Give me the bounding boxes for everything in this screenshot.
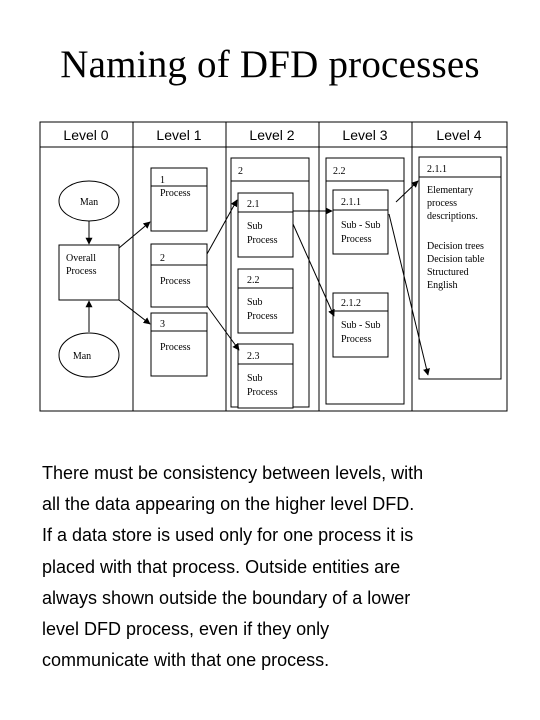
level2-process-2-3-line1: Sub bbox=[247, 373, 263, 384]
explanation-paragraph: There must be consistency between levels… bbox=[42, 463, 424, 671]
level2-process-2-3-box bbox=[237, 343, 294, 409]
data-flows bbox=[85, 180, 430, 376]
level1-process-3-label: Process bbox=[160, 342, 191, 353]
flow-2-1-to-2-1-2 bbox=[292, 223, 335, 317]
level-1-header: Level 1 bbox=[156, 127, 201, 143]
level4-line-2: process bbox=[427, 198, 457, 209]
flow-process-2-to-2-1 bbox=[206, 199, 238, 255]
overall-process-box bbox=[58, 244, 120, 301]
entity-man-top-label: Man bbox=[80, 197, 98, 208]
level4-line-5: Decision trees bbox=[427, 241, 484, 252]
level2-process-2-1-line2: Process bbox=[247, 235, 278, 246]
flow-2-1-1-to-level4-bottom bbox=[388, 213, 430, 376]
level2-process-2-2-line2: Process bbox=[247, 311, 278, 322]
level3-process-2-1-2-line1: Sub - Sub bbox=[341, 320, 380, 331]
level3-process-2-1-1-id: 2.1.1 bbox=[341, 197, 361, 208]
level-0-header: Level 0 bbox=[63, 127, 108, 143]
level3-process-2-1-1-box bbox=[332, 189, 389, 255]
level2-process-2-1-id: 2.1 bbox=[247, 199, 260, 210]
level4-line-3: descriptions. bbox=[427, 211, 478, 222]
overall-process-label-line1: Overall bbox=[66, 253, 96, 264]
level2-process-2-2-id: 2.2 bbox=[247, 275, 260, 286]
flow-process-2-to-2-3 bbox=[206, 305, 240, 351]
level3-process-2-1-1-line2: Process bbox=[341, 234, 372, 245]
level-4-header: Level 4 bbox=[436, 127, 481, 143]
level1-process-2-box bbox=[150, 243, 208, 308]
level2-process-2-3-id: 2.3 bbox=[247, 351, 260, 362]
entity-man-bottom-label: Man bbox=[73, 351, 91, 362]
flow-2-1-1-to-level4-top bbox=[395, 180, 419, 203]
level2-process-2-1-box bbox=[237, 192, 294, 258]
level3-process-2-1-1-line1: Sub - Sub bbox=[341, 220, 380, 231]
level1-process-2-label: Process bbox=[160, 276, 191, 287]
level4-line-1: Elementary bbox=[427, 185, 473, 196]
level1-process-2-id: 2 bbox=[160, 253, 165, 264]
level2-process-2-3-line2: Process bbox=[247, 387, 278, 398]
level1-process-1-id: 1 bbox=[160, 175, 165, 186]
level1-process-1-box bbox=[150, 167, 208, 232]
level2-process-2-2-line1: Sub bbox=[247, 297, 263, 308]
level4-line-8: English bbox=[427, 280, 458, 291]
level4-description-box bbox=[418, 156, 502, 380]
level2-container-id: 2 bbox=[238, 166, 243, 177]
level1-process-3-id: 3 bbox=[160, 319, 165, 330]
flow-overall-to-process-1 bbox=[118, 221, 151, 249]
level2-process-2-2-box bbox=[237, 268, 294, 334]
level-table bbox=[39, 121, 508, 412]
page-title: Naming of DFD processes bbox=[60, 43, 480, 86]
level4-id: 2.1.1 bbox=[427, 164, 447, 175]
level4-line-7: Structured bbox=[427, 267, 469, 278]
level3-container-id: 2.2 bbox=[333, 166, 346, 177]
level1-process-3-box bbox=[150, 312, 208, 377]
level4-line-6: Decision table bbox=[427, 254, 485, 265]
level1-process-1-label: Process bbox=[160, 188, 191, 199]
level3-process-2-1-2-id: 2.1.2 bbox=[341, 298, 361, 309]
level3-process-2-1-2-line2: Process bbox=[341, 334, 372, 345]
level-2-header: Level 2 bbox=[249, 127, 294, 143]
level3-process-2-1-2-box bbox=[332, 292, 389, 358]
level-3-header: Level 3 bbox=[342, 127, 387, 143]
flow-overall-to-process-3 bbox=[118, 299, 151, 325]
overall-process-label-line2: Process bbox=[66, 266, 97, 277]
external-entity-man-bottom bbox=[58, 332, 120, 378]
level2-process-2-1-line1: Sub bbox=[247, 221, 263, 232]
